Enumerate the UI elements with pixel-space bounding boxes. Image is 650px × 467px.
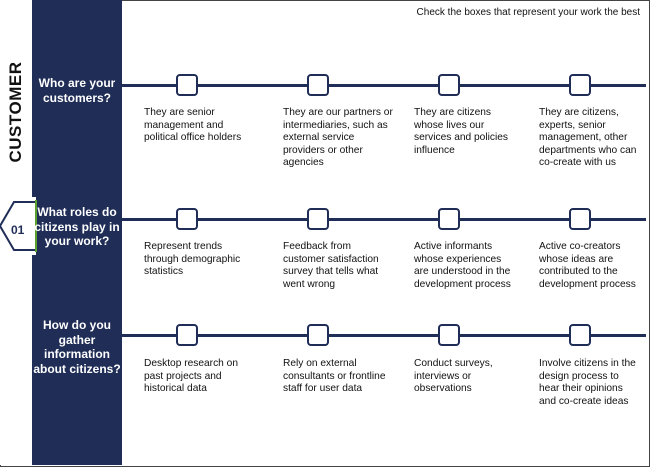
option-label: They are senior management and political… bbox=[144, 107, 242, 143]
option-label: They are citizens whose lives our servic… bbox=[414, 107, 508, 156]
option-label: Rely on external consultants or frontlin… bbox=[283, 358, 386, 394]
row-arrow bbox=[115, 331, 122, 341]
checkbox-gather-4[interactable] bbox=[569, 324, 591, 346]
checkbox-gather-2[interactable] bbox=[307, 324, 329, 346]
option-label: They are citizens, experts, senior manag… bbox=[539, 107, 637, 168]
question-citizen-roles: What roles do citizens play in your work… bbox=[34, 205, 120, 248]
question-customers: Who are your customers? bbox=[38, 76, 116, 105]
option-label: Active co-creators whose ideas are contr… bbox=[539, 241, 636, 290]
checkbox-roles-3[interactable] bbox=[438, 208, 460, 230]
checkbox-customers-1[interactable] bbox=[176, 74, 198, 96]
checkbox-customers-2[interactable] bbox=[307, 74, 329, 96]
checkbox-roles-2[interactable] bbox=[307, 208, 329, 230]
checkbox-roles-4[interactable] bbox=[569, 208, 591, 230]
section-number-tab bbox=[0, 196, 50, 256]
checkbox-gather-3[interactable] bbox=[438, 324, 460, 346]
row-arrow bbox=[115, 81, 122, 91]
instruction-text: Check the boxes that represent your work… bbox=[416, 7, 640, 18]
checkbox-customers-4[interactable] bbox=[569, 74, 591, 96]
row-line bbox=[122, 218, 646, 221]
checkbox-customers-3[interactable] bbox=[438, 74, 460, 96]
row-arrow bbox=[115, 215, 122, 225]
checkbox-roles-1[interactable] bbox=[176, 208, 198, 230]
option-label: Feedback from customer satisfaction surv… bbox=[283, 241, 379, 290]
row-line bbox=[122, 84, 646, 87]
option-label: Desktop research on past projects and hi… bbox=[144, 358, 239, 394]
row-line bbox=[122, 334, 646, 337]
section-label: CUSTOMER bbox=[6, 61, 25, 163]
option-label: They are our partners or intermediaries,… bbox=[283, 107, 393, 168]
checkbox-gather-1[interactable] bbox=[176, 324, 198, 346]
questions-column bbox=[32, 0, 122, 465]
option-label: Conduct surveys, interviews or observati… bbox=[414, 358, 493, 394]
option-label: Represent trends through demographic sta… bbox=[144, 241, 241, 277]
section-number: 01 bbox=[11, 223, 25, 237]
option-label: Involve citizens in the design process t… bbox=[539, 358, 636, 407]
question-gather-info: How do you gather information about citi… bbox=[33, 318, 121, 376]
option-label: Active informants whose experiences are … bbox=[414, 241, 511, 290]
